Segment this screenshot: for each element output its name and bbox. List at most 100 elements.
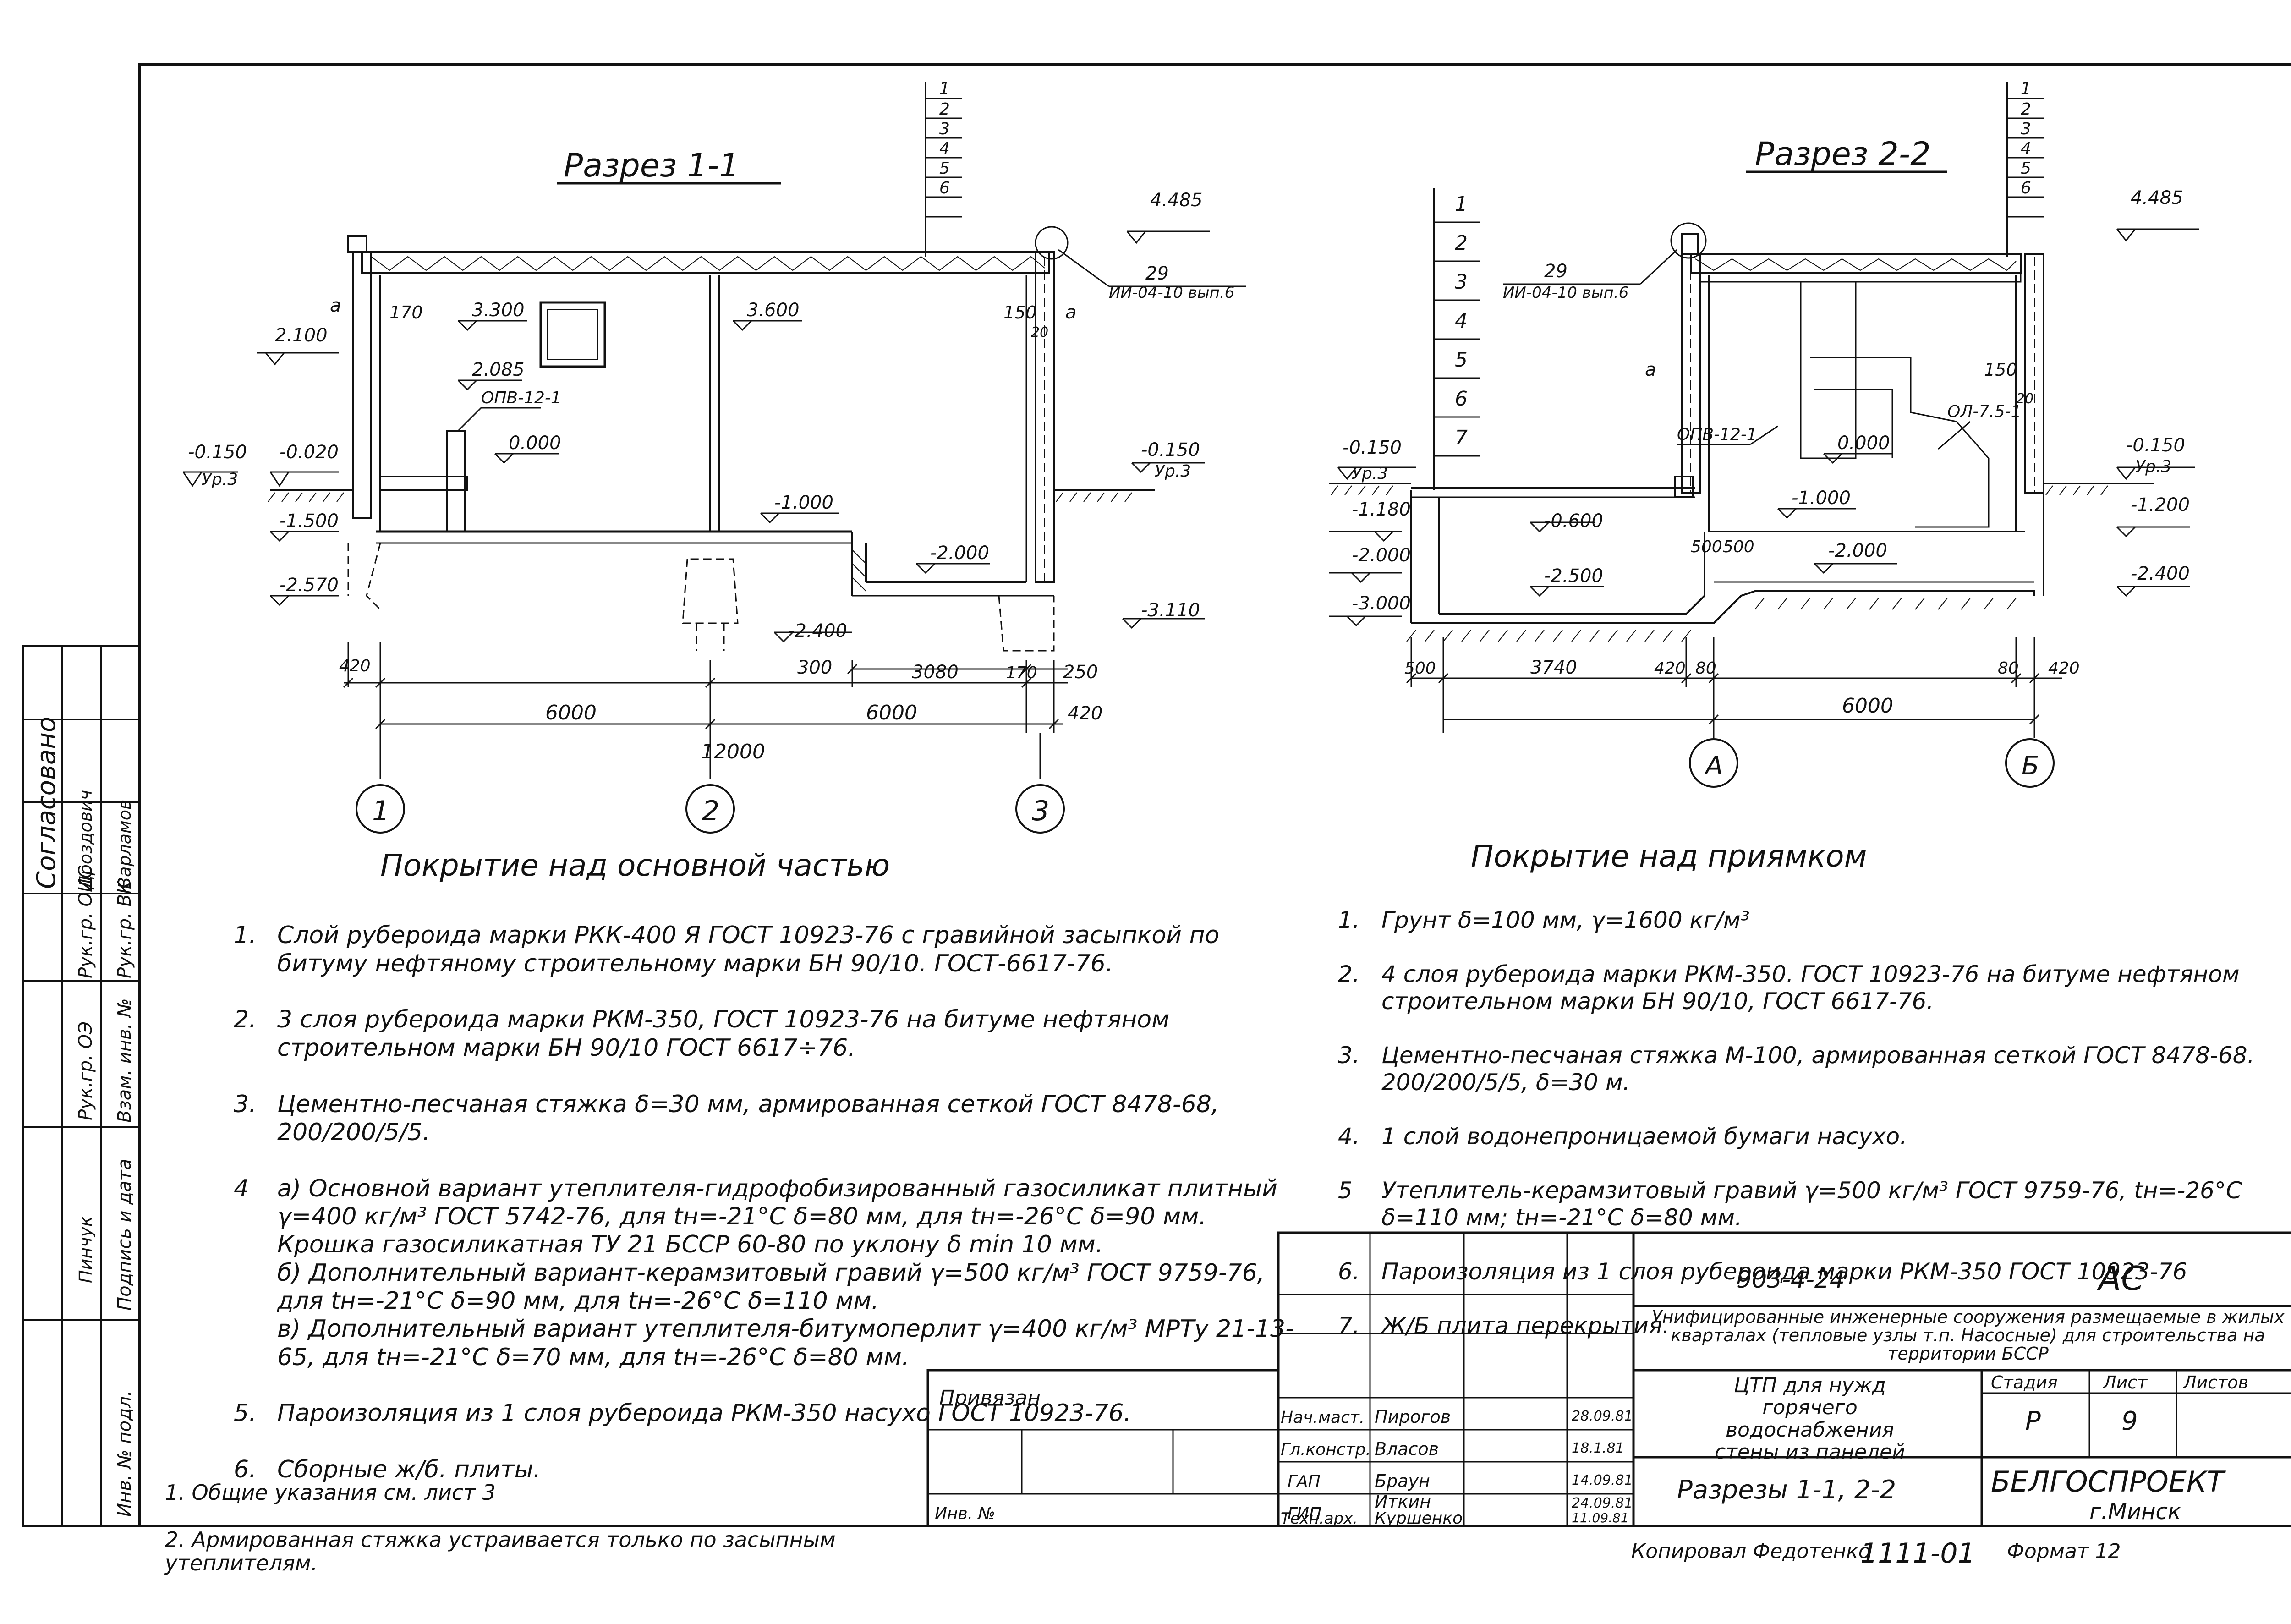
stamp-row-2b: Рук.гр. ВК: [114, 880, 135, 978]
s1-mark-ur3-r: Ур.3: [1155, 462, 1191, 481]
note-2: 2. Армированная стяжка устраивается толь…: [165, 1527, 836, 1576]
s1-axis-3: 3: [1032, 795, 1049, 827]
s2-label-500a: 500: [1691, 538, 1722, 556]
s1-dim-420b: 420: [1068, 703, 1102, 724]
s2-top-3: 3: [2021, 120, 2031, 138]
tb-mark: АС: [2097, 1259, 2144, 1298]
s2-mark-4485: 4.485: [2131, 187, 2183, 208]
s1-dim-250: 250: [1063, 662, 1098, 683]
s1-mark-m2570: -2.570: [280, 575, 339, 596]
s1-dim-300: 300: [797, 657, 832, 678]
s2-dim-500: 500: [1404, 659, 1436, 678]
title-block: [926, 1231, 2291, 1527]
pit-item-6: 6.Пароизоляция из 1 слоя рубероида марки…: [1338, 1258, 2187, 1285]
tb-sheet: 9: [2121, 1406, 2138, 1436]
tb-subject: Унифицированные инженерные сооружения ра…: [1651, 1307, 2285, 1364]
stamp-row-3b: Рук.гр. ОЭ: [75, 1021, 96, 1120]
stamp-agreed: Согласовано: [32, 717, 61, 889]
s2-label-ii: ИИ-04-10 вып.6: [1503, 284, 1628, 302]
s2-mark-m1200: -1.200: [2131, 494, 2190, 516]
s2-mark-m3000: -3.000: [1352, 593, 1411, 614]
s2-mark-m1180: -1.180: [1352, 499, 1411, 520]
tb-name-4: Иткин: [1375, 1492, 1431, 1512]
tb-org: БЕЛГОСПРОЕКТ: [1991, 1465, 2226, 1498]
s2-mark-m0150-r: -0.150: [2126, 435, 2185, 456]
tb-date-2: 18.1.81: [1572, 1440, 1624, 1456]
tb-role-5b: Техн.арх.: [1281, 1509, 1358, 1528]
tb-copied: Копировал Федотенко: [1631, 1540, 1871, 1563]
s1-mark-4485: 4.485: [1150, 190, 1203, 211]
s1-dim-12000: 12000: [701, 740, 765, 763]
section-2-title: Разрез 2-2: [1755, 135, 1931, 173]
s1-label-170: 170: [389, 302, 423, 323]
s2-left-6: 6: [1455, 387, 1468, 411]
s1-label-20: 20: [1031, 324, 1048, 340]
s2-label-500b: 500: [1723, 538, 1754, 556]
s1-mark-m2000: -2.000: [930, 543, 989, 564]
tb-role-2: Гл.констр.: [1281, 1440, 1371, 1459]
tb-date-5: 11.09.81: [1572, 1510, 1629, 1525]
s2-top-4: 4: [2021, 139, 2031, 158]
s2-top-5: 5: [2021, 159, 2031, 178]
pit-item-7: 7.Ж/Б плита перекрытия.: [1338, 1312, 1670, 1339]
s2-left-2: 2: [1455, 231, 1468, 255]
s1-dim-6000a: 6000: [545, 701, 597, 724]
s1-mark-3600: 3.600: [747, 300, 800, 321]
s1-axis-1: 1: [372, 795, 389, 827]
s1-label-29: 29: [1146, 263, 1169, 284]
s2-label-a: a: [1645, 359, 1656, 380]
tb-name-3: Браун: [1375, 1471, 1430, 1491]
pit-cover-heading: Покрытие над приямком: [1471, 839, 1867, 874]
tb-sheets-label: Листов: [2182, 1372, 2248, 1393]
pit-item-3: 3.Цементно-песчаная стяжка М-100, армиро…: [1338, 1042, 2255, 1096]
s2-dim-3740: 3740: [1530, 657, 1577, 678]
main-item-3: 3.Цементно-песчаная стяжка δ=30 мм, арми…: [234, 1090, 1219, 1146]
s1-layer-1: 1: [939, 79, 950, 98]
s2-label-150: 150: [1984, 360, 2017, 380]
s2-top-1: 1: [2021, 79, 2031, 98]
tb-stage: Р: [2025, 1406, 2041, 1436]
pit-item-2: 2.4 слоя рубероида марки РКМ-350. ГОСТ 1…: [1338, 961, 2240, 1015]
tb-object: ЦТП для нужд горячего водоснабжения стен…: [1715, 1374, 1905, 1464]
s1-label-opv: ОПВ-12-1: [481, 389, 561, 407]
tb-code: 903-4-24: [1737, 1266, 1845, 1294]
tb-inv: Инв. №: [935, 1504, 995, 1523]
main-item-1: 1.Слой рубероида марки РКК-400 Я ГОСТ 10…: [234, 922, 1220, 977]
s1-mark-m3110: -3.110: [1141, 600, 1200, 621]
s2-left-4: 4: [1455, 309, 1468, 333]
s1-mark-ur3: Ур.3: [202, 470, 238, 489]
s2-mark-m0600: -0.600: [1544, 510, 1603, 532]
s1-mark-m0150-r: -0.150: [1141, 439, 1200, 461]
s2-top-6: 6: [2021, 179, 2031, 198]
tb-name-2: Власов: [1375, 1439, 1439, 1459]
tb-role-3: ГАП: [1288, 1472, 1321, 1491]
s2-left-7: 7: [1455, 426, 1468, 450]
s1-mark-m0150: -0.150: [188, 442, 247, 463]
s2-mark-0000: 0.000: [1837, 433, 1890, 454]
s2-mark-m2000: -2.000: [1352, 545, 1411, 566]
s1-mark-3300: 3.300: [472, 300, 525, 321]
s2-mark-m1000: -1.000: [1792, 488, 1851, 509]
pit-item-4: 4.1 слой водонепроницаемой бумаги насухо…: [1338, 1123, 1907, 1150]
tb-role-1: Нач.маст.: [1281, 1408, 1365, 1427]
s1-dim-3080: 3080: [912, 662, 959, 683]
tb-sheet-label: Лист: [2102, 1372, 2148, 1393]
s1-layer-2: 2: [939, 100, 950, 119]
tb-city: г.Минск: [2089, 1499, 2181, 1525]
left-stamp: [22, 645, 141, 1527]
s2-axis-a: А: [1704, 751, 1723, 781]
stamp-name-2: Варламов: [115, 800, 135, 889]
tb-date-1: 28.09.81: [1572, 1408, 1633, 1424]
s2-axis-b: Б: [2022, 751, 2039, 781]
stamp-name-3: Пинчук: [76, 1216, 96, 1283]
main-item-2: 2.3 слоя рубероида марки РКМ-350, ГОСТ 1…: [234, 1006, 1170, 1062]
s2-label-ol: ОЛ-7.5-1: [1947, 402, 2022, 421]
s1-dim-6000b: 6000: [866, 701, 917, 724]
stamp-vert-1: Взам. инв. №: [114, 998, 135, 1123]
s2-top-2: 2: [2021, 100, 2031, 119]
main-cover-heading: Покрытие над основной частью: [380, 848, 890, 883]
